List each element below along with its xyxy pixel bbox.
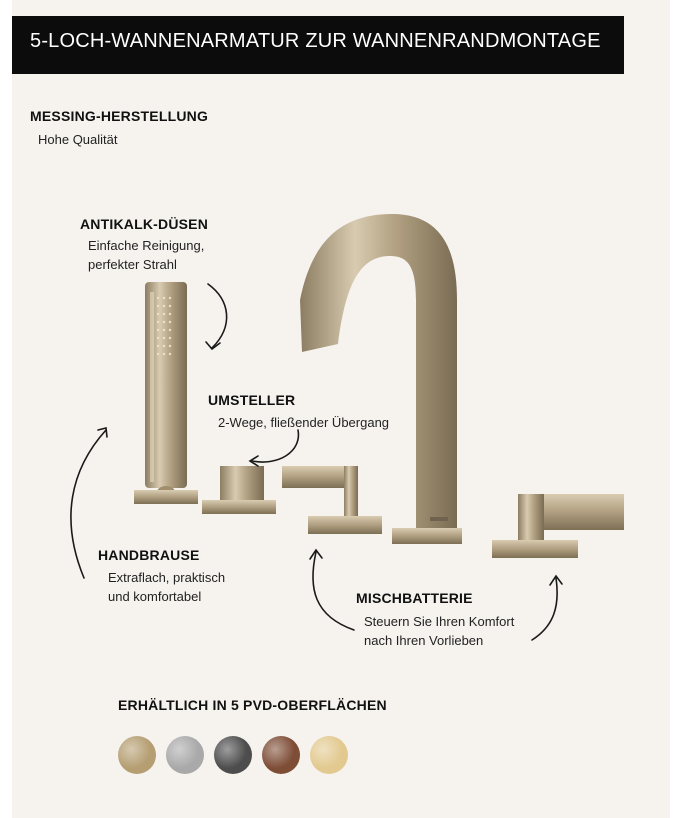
finish-swatch-gunmetal[interactable] xyxy=(214,736,252,774)
antikalk-line-2: perfekter Strahl xyxy=(88,257,177,272)
messing-text: Hohe Qualität xyxy=(38,132,118,147)
messing-title: MESSING-HERSTELLUNG xyxy=(30,108,209,124)
finishes-title: ERHÄLTLICH IN 5 PVD-OBERFLÄCHEN xyxy=(118,697,387,713)
handbrause-title: HANDBRAUSE xyxy=(98,547,200,563)
finish-swatch-gold-brushed[interactable] xyxy=(118,736,156,774)
arrow-umsteller xyxy=(251,429,300,463)
product-infographic: 5-LOCH-WANNENARMATUR ZUR WANNENRANDMONTA… xyxy=(12,0,670,818)
faucet-illustration xyxy=(70,214,624,641)
antikalk-line-1: Einfache Reinigung, xyxy=(88,238,205,253)
umsteller-title: UMSTELLER xyxy=(208,392,296,408)
spout-icon xyxy=(300,214,462,544)
handbrause-line-1: Extraflach, praktisch xyxy=(108,570,226,585)
finish-swatch-copper[interactable] xyxy=(262,736,300,774)
arrow-mischbatterie-left xyxy=(312,551,355,631)
finish-swatch-light-gold[interactable] xyxy=(310,736,348,774)
title-banner: 5-LOCH-WANNENARMATUR ZUR WANNENRANDMONTA… xyxy=(12,16,624,74)
arrow-antikalk xyxy=(207,283,228,349)
mischbatterie-title: MISCHBATTERIE xyxy=(356,590,473,606)
hand-shower-icon xyxy=(134,282,198,504)
antikalk-title: ANTIKALK-DÜSEN xyxy=(80,216,209,232)
arrow-mischbatterie-right xyxy=(531,577,558,641)
right-handle-icon xyxy=(492,494,624,558)
page-title: 5-LOCH-WANNENARMATUR ZUR WANNENRANDMONTA… xyxy=(30,30,601,52)
diverter-icon xyxy=(202,466,276,514)
mischbatterie-line-1: Steuern Sie Ihren Komfort xyxy=(364,614,515,629)
mischbatterie-line-2: nach Ihren Vorlieben xyxy=(364,633,484,648)
annotation-arrows xyxy=(70,283,563,641)
handbrause-line-2: und komfortabel xyxy=(108,589,202,604)
arrow-handbrause xyxy=(70,429,107,579)
finish-swatch-steel-brushed[interactable] xyxy=(166,736,204,774)
left-handle-icon xyxy=(282,466,382,534)
umsteller-text: 2-Wege, fließender Übergang xyxy=(218,415,390,430)
